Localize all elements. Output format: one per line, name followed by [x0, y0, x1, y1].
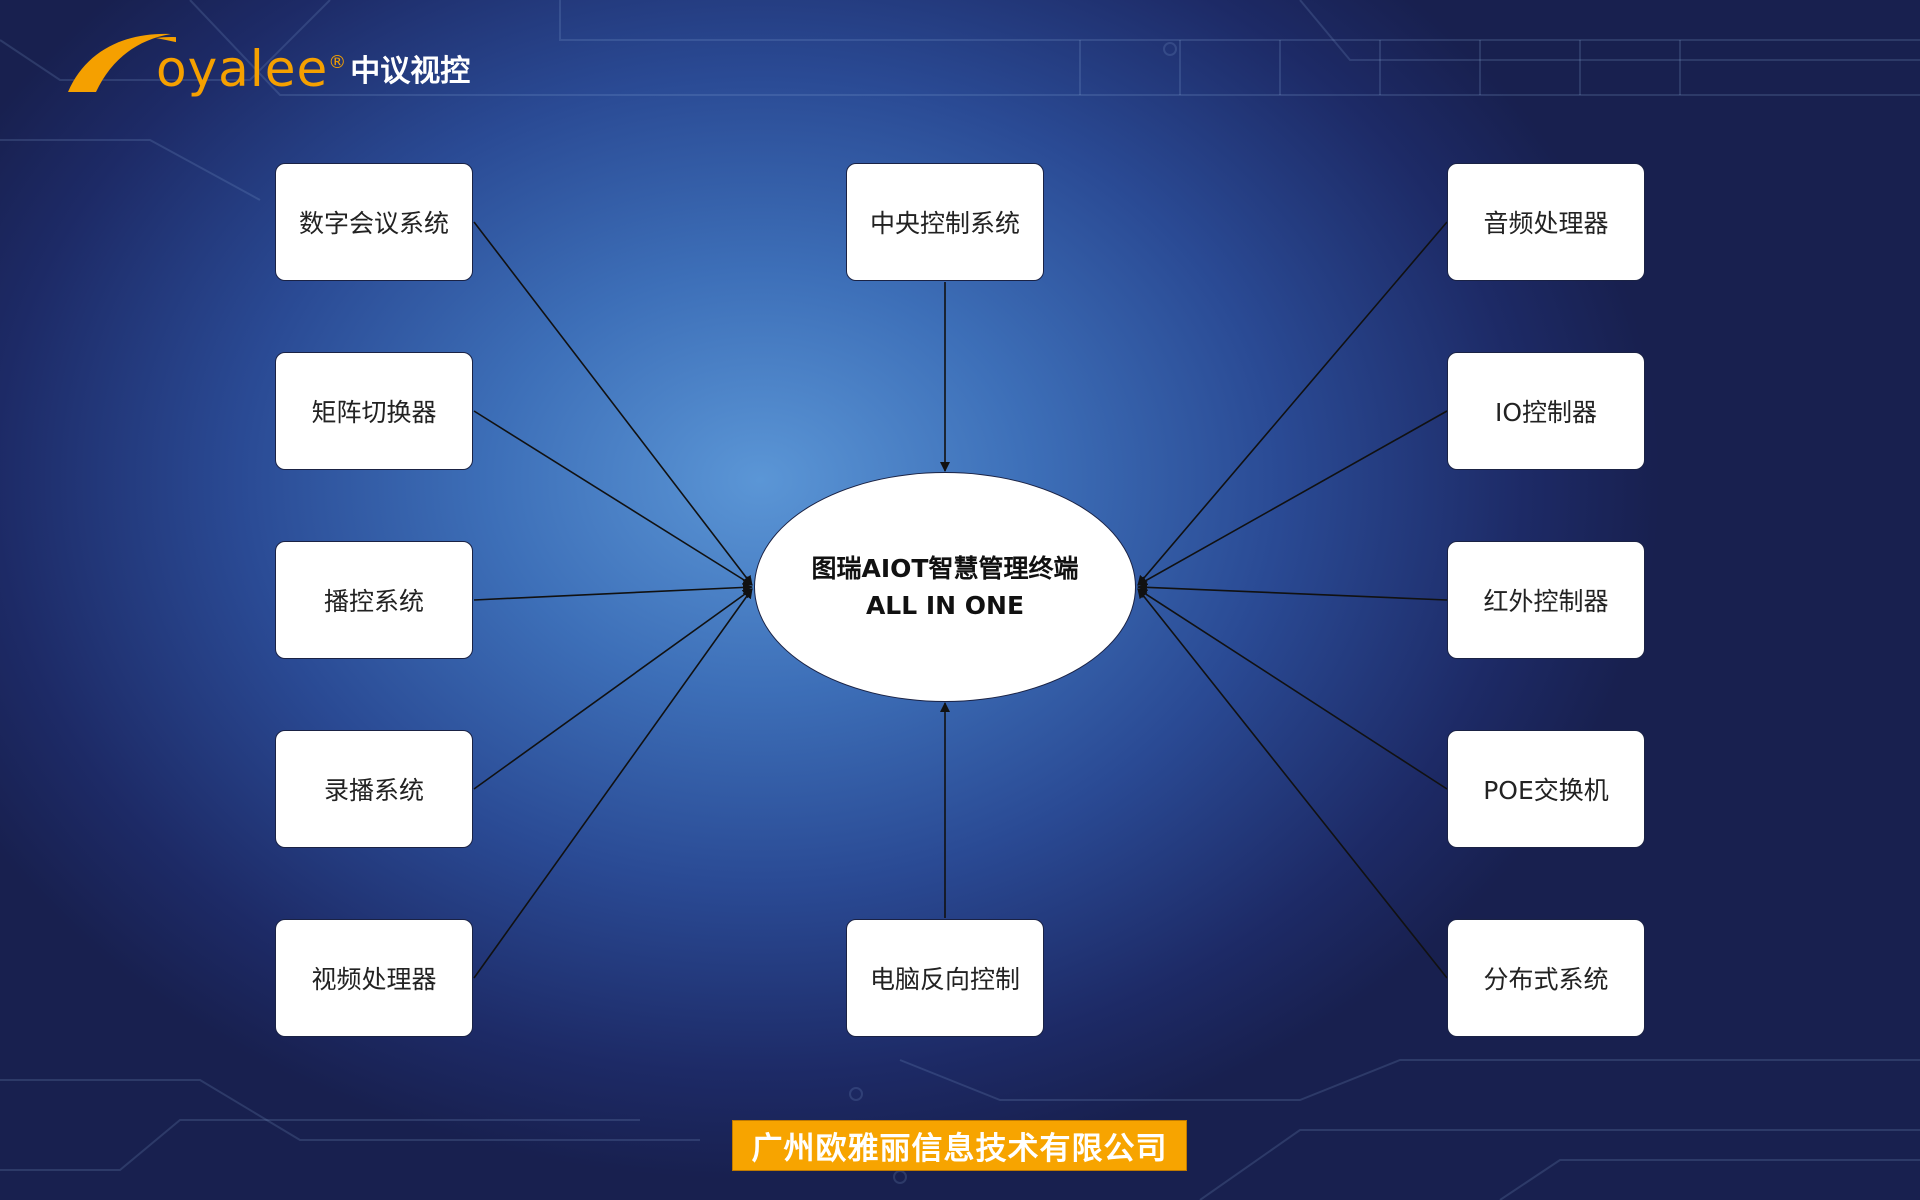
node-right-1: 音频处理器: [1447, 163, 1645, 281]
logo: oyalee ® 中议视控: [66, 30, 470, 94]
node-left-1: 数字会议系统: [275, 163, 473, 281]
node-right-4: POE交换机: [1447, 730, 1645, 848]
node-left-4: 录播系统: [275, 730, 473, 848]
hub-title: 图瑞AIOT智慧管理终端: [811, 554, 1079, 583]
link-left-3: [473, 582, 753, 601]
link-left-4: [473, 588, 753, 790]
link-right-2: [1137, 410, 1448, 586]
hub-subtitle: ALL IN ONE: [865, 591, 1025, 620]
link-right-5: [1137, 588, 1448, 979]
link-right-4: [1137, 588, 1448, 790]
logo-brand: oyalee: [156, 40, 329, 98]
node-left-3: 播控系统: [275, 541, 473, 659]
company-name: 广州欧雅丽信息技术有限公司: [751, 1131, 1168, 1167]
company-banner: 广州欧雅丽信息技术有限公司: [732, 1120, 1187, 1171]
node-right-5: 分布式系统: [1447, 919, 1645, 1037]
node-top: 中央控制系统: [846, 163, 1044, 281]
link-left-1: [473, 221, 753, 586]
logo-arc-icon: [68, 33, 176, 92]
logo-registered: ®: [328, 52, 347, 73]
link-left-5: [473, 588, 753, 979]
node-bottom: 电脑反向控制: [846, 919, 1044, 1037]
link-right-1: [1137, 221, 1448, 586]
link-left-2: [473, 410, 753, 586]
node-right-2: IO控制器: [1447, 352, 1645, 470]
node-left-2: 矩阵切换器: [275, 352, 473, 470]
link-right-3: [1137, 582, 1448, 601]
node-right-3: 红外控制器: [1447, 541, 1645, 659]
hub-ellipse: 图瑞AIOT智慧管理终端 ALL IN ONE: [754, 472, 1136, 702]
logo-cn-name: 中议视控: [350, 54, 471, 89]
node-left-5: 视频处理器: [275, 919, 473, 1037]
